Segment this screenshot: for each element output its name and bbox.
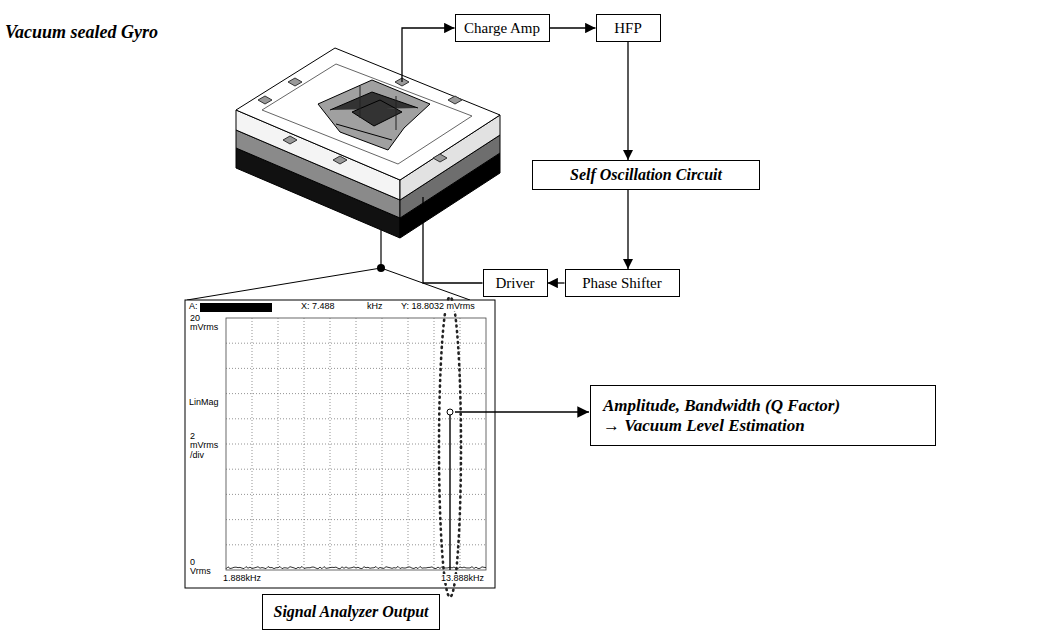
highlight-ellipse	[439, 297, 461, 597]
callout-box: Amplitude, Bandwidth (Q Factor) → Vacuum…	[590, 385, 936, 446]
bond-pad	[333, 156, 347, 164]
process-box: Charge Amp	[455, 14, 550, 42]
screen-readout: 1.888kHz	[222, 574, 262, 583]
probe-point	[187, 230, 470, 300]
signal-wire	[402, 28, 455, 82]
grid-line	[226, 519, 486, 520]
sensor-structure	[360, 86, 396, 130]
box-label: Phase Shifter	[582, 275, 662, 292]
screen-readout: kHz	[366, 302, 384, 311]
process-box: HFP	[596, 14, 661, 42]
grid	[226, 318, 486, 570]
grid-line	[226, 418, 486, 419]
box-label: Self Oscillation Circuit	[570, 166, 722, 184]
box-label: HFP	[614, 20, 642, 37]
grid-line	[226, 544, 486, 545]
bond-pad	[258, 96, 272, 104]
sensor-structure	[330, 92, 418, 140]
wire	[380, 230, 381, 265]
label-slot: 0 Vrms	[189, 558, 212, 577]
grid-line	[226, 469, 486, 470]
box-label: Amplitude, Bandwidth (Q Factor) → Vacuum…	[603, 396, 853, 436]
box-label: Charge Amp	[464, 20, 540, 37]
bond-pad	[288, 78, 302, 86]
screen-readout: 20 mVrms	[189, 314, 219, 333]
caption-box: Signal Analyzer Output	[262, 594, 440, 630]
screen-readout: 2 mVrms /div	[189, 432, 219, 460]
cap-top	[236, 48, 500, 180]
screen-readout: LinMag	[188, 398, 220, 407]
grid-line	[252, 318, 253, 570]
zoom-line	[381, 268, 470, 300]
probe-dot	[377, 264, 385, 272]
grid-line	[330, 318, 331, 570]
label-slot: A:	[188, 302, 199, 311]
label-slot: 20 mVrms	[189, 314, 219, 333]
grid-line	[226, 343, 486, 344]
trace-bar	[200, 303, 272, 312]
process-box: Driver	[483, 269, 548, 297]
bond-pad	[448, 96, 462, 104]
screen-frame	[185, 300, 495, 588]
signal-wire	[548, 282, 565, 283]
grid-line	[226, 393, 486, 394]
screen-readout: 13.888kHz	[440, 574, 485, 583]
bond-pad	[433, 154, 447, 162]
label-slot: 13.888kHz	[440, 574, 485, 583]
cap-rim	[262, 64, 472, 164]
noise-floor	[226, 566, 486, 568]
grid-line	[226, 444, 486, 445]
resonance-peak	[449, 415, 450, 570]
grid-frame	[226, 318, 486, 570]
cutaway	[318, 80, 430, 150]
process-box: Phase Shifter	[565, 269, 680, 297]
label-slot: 1.888kHz	[222, 574, 262, 583]
signal-wire	[627, 42, 628, 160]
screen-readout: 0 Vrms	[189, 558, 212, 577]
analyzer-screen	[185, 297, 589, 597]
bond-pads	[258, 78, 462, 164]
grid-line	[408, 318, 409, 570]
gyro-device: Vacuum sealed Gyro	[232, 35, 507, 260]
gyro-package	[236, 48, 500, 238]
callout-arrow	[455, 411, 589, 412]
screen-readout: Y: 18.8032 mVrms	[400, 302, 476, 311]
screen-readout: X: 7.488	[300, 302, 336, 311]
label-slot: LinMag	[188, 398, 220, 407]
label-slot: X: 7.488	[300, 302, 336, 311]
bond-pad	[283, 136, 297, 144]
grid-line	[226, 368, 486, 369]
device-heading: Vacuum sealed Gyro	[5, 22, 158, 43]
peak-marker	[447, 409, 453, 415]
signal-wire	[627, 190, 628, 269]
label-slot: 2 mVrms /div	[189, 432, 219, 460]
box-label: Driver	[495, 275, 534, 292]
label-slot: kHz	[366, 302, 384, 311]
grid-line	[226, 494, 486, 495]
signal-wire	[550, 27, 596, 28]
signal-wire	[423, 197, 483, 283]
screen-readout: A:	[188, 302, 199, 311]
zoom-line	[187, 268, 381, 300]
box-label: Signal Analyzer Output	[273, 603, 428, 621]
process-box: Self Oscillation Circuit	[532, 160, 760, 190]
label-slot: Y: 18.8032 mVrms	[400, 302, 476, 311]
